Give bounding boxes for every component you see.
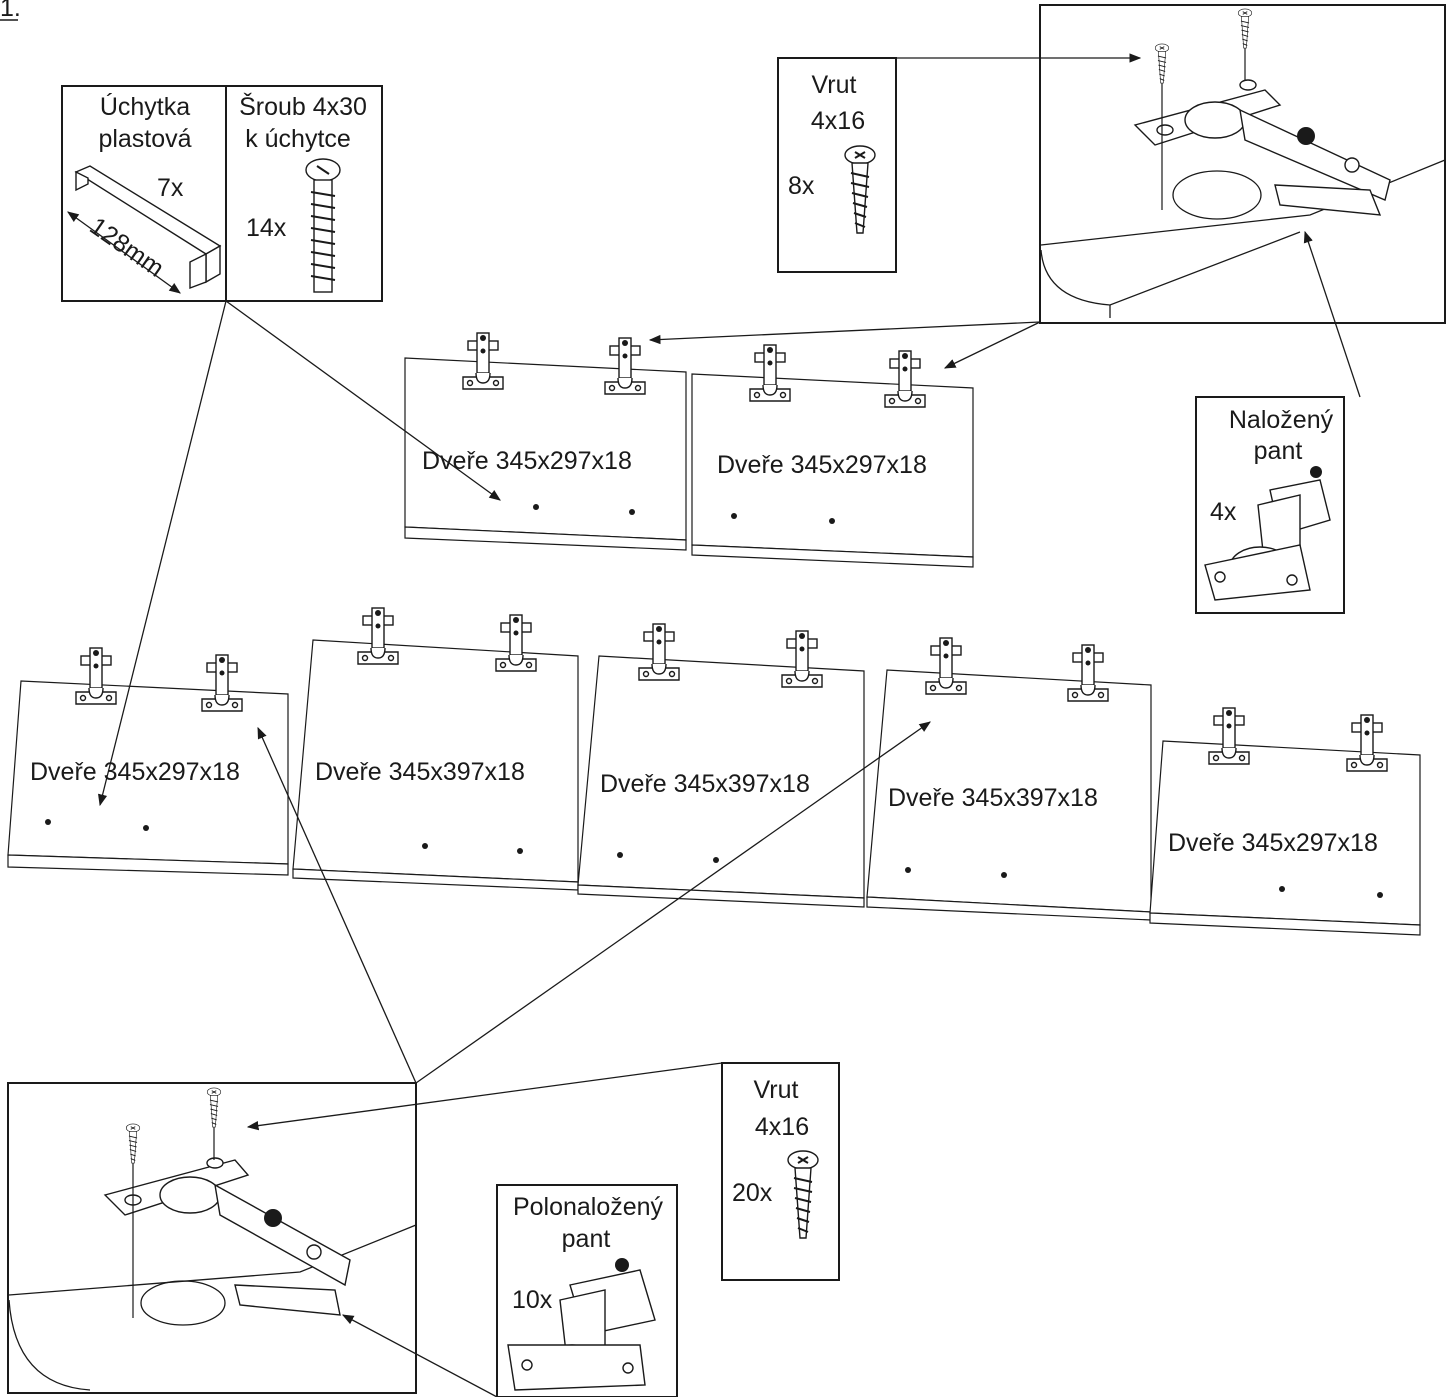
overlay-hinge-count: 4x (1210, 498, 1237, 526)
door-label: Dveře 345x297x18 (30, 758, 240, 786)
screw-top-count: 8x (788, 172, 815, 200)
half-overlay-hinge-title-line1: Polonaložený (513, 1193, 664, 1221)
handle-screw-icon (305, 158, 341, 293)
door-label: Dveře 345x397x18 (315, 758, 525, 786)
door-label: Dveře 345x397x18 (888, 784, 1098, 812)
door-2: Dveře 345x297x18 (7, 647, 289, 876)
handle-dimension-line (67, 211, 181, 294)
handle-part-box: Úchytka plastová 7x 128mm Šroub 4x30 k ú… (61, 85, 383, 302)
door-1: Dveře 345x297x18 (691, 344, 974, 568)
handle-screw-count: 14x (246, 214, 287, 242)
handle-title-line1: Úchytka (100, 92, 190, 121)
overlay-hinge-title-line1: Naložený (1229, 406, 1334, 434)
handle-screw-title-line1: Šroub 4x30 (239, 92, 367, 121)
handle-title-line2: plastová (98, 125, 191, 153)
screw-top-part-box: Vrut 4x16 8x (777, 57, 897, 273)
half-overlay-hinge-detail-box (7, 1082, 417, 1394)
door-0: Dveře 345x297x18 (404, 332, 687, 551)
handle-icon (74, 165, 222, 290)
door-label: Dveře 345x297x18 (422, 447, 632, 475)
half-overlay-hinge-icon (507, 1258, 656, 1391)
screw-bottom-part-box: Vrut 4x16 20x (721, 1062, 840, 1281)
screw-top-title-line2: 4x16 (811, 107, 865, 135)
overlay-hinge-icon (1204, 466, 1331, 601)
screw-bottom-title-line1: Vrut (754, 1076, 799, 1104)
door-6: Dveře 345x297x18 (1149, 707, 1421, 936)
half-overlay-hinge-title-line2: pant (562, 1225, 611, 1253)
step-label: 1. (0, 0, 21, 22)
door-label: Dveře 345x297x18 (717, 451, 927, 479)
door-label: Dveře 345x397x18 (600, 770, 810, 798)
overlay-hinge-detail-box (1039, 4, 1446, 324)
overlay-hinge-title-line2: pant (1254, 437, 1303, 465)
handle-count: 7x (157, 174, 184, 202)
handle-screw-title-line2: k úchytce (245, 125, 351, 153)
door-5: Dveře 345x397x18 (866, 637, 1152, 921)
leader-lines (98, 53, 1361, 1397)
door-label: Dveře 345x297x18 (1168, 829, 1378, 857)
half-overlay-hinge-part-box: Polonaložený pant 10x (496, 1184, 678, 1397)
half-overlay-hinge-count: 10x (512, 1286, 553, 1314)
screw-bottom-count: 20x (732, 1179, 773, 1207)
screw-top-title-line1: Vrut (812, 71, 857, 99)
door-4: Dveře 345x397x18 (577, 623, 865, 908)
screw-bottom-title-line2: 4x16 (755, 1113, 809, 1141)
door-3: Dveře 345x397x18 (292, 607, 579, 891)
overlay-hinge-part-box: Naložený pant 4x (1195, 396, 1345, 614)
